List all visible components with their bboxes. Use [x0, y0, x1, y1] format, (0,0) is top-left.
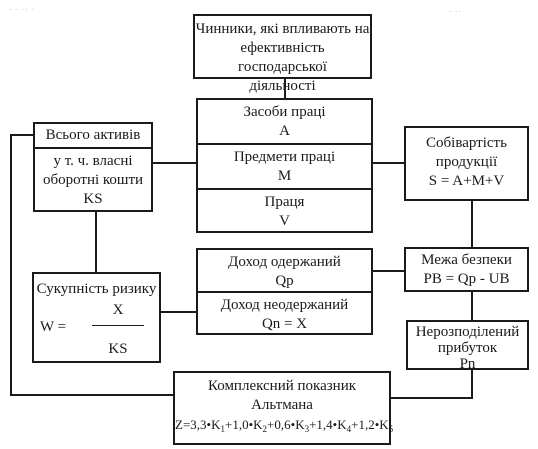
connector-income-safety [371, 270, 405, 272]
risk-fraction-bar [92, 325, 144, 326]
labor-means-label: Засоби праці [243, 104, 326, 120]
income-not-received-label: Доход неодержаний [220, 297, 349, 313]
assets-box: Всього активів у т. ч. власні оборотні к… [33, 122, 153, 212]
cost-formula: S = A+M+V [428, 173, 505, 189]
connector-assets-left-loop [10, 394, 174, 396]
profit-box: Нерозподілений прибуток Pn [406, 320, 529, 372]
factors-box: Чинники, які впливають на ефективність г… [193, 14, 372, 94]
connector-factors-resources [284, 77, 286, 99]
altman-term-sub: 5 [388, 424, 394, 434]
resources-box: Засоби праці A Предмети праці M Праця V [196, 98, 373, 233]
income-not-received-cell: Доход неодержаний Qn = X [198, 291, 371, 333]
risk-box: Сукупність ризику W = X KS [32, 272, 161, 363]
assets-title: Всього активів [45, 127, 141, 143]
income-received-symbol: Qp [275, 273, 294, 289]
risk-title: Сукупність ризику [36, 281, 157, 297]
assets-body-cell: у т. ч. власні оборотні кошти KS [35, 147, 151, 210]
assets-symbol: KS [83, 191, 103, 207]
labor-symbol: V [279, 213, 290, 229]
safety-formula: PB = Qp - UB [423, 271, 510, 287]
labor-label: Праця [264, 194, 305, 210]
altman-term-coef: 1,4 [316, 417, 333, 432]
altman-term-sub: 2 [262, 424, 268, 434]
altman-term-coef: 1,0 [232, 417, 249, 432]
profit-symbol: Pn [459, 356, 476, 372]
labor-objects-symbol: M [277, 168, 292, 184]
altman-term-coef: 0,6 [274, 417, 291, 432]
labor-cell: Праця V [198, 188, 371, 231]
factors-line: Чинники, які впливають на [195, 21, 370, 37]
altman-term-var: K [295, 417, 305, 432]
risk-lhs: W = [40, 319, 67, 335]
labor-objects-label: Предмети праці [233, 149, 336, 165]
assets-title-cell: Всього активів [35, 124, 151, 148]
safety-title: Межа безпеки [421, 252, 512, 268]
income-received-label: Доход одержаний [228, 254, 341, 270]
altman-line: Альтмана [251, 397, 313, 413]
connector-safety-profit [471, 291, 473, 321]
altman-formula-prefix: Z= [175, 417, 191, 432]
connector-resources-cost [371, 162, 405, 164]
scan-noise: · · ·· · [8, 4, 35, 16]
connector-assets-left-loop [10, 134, 12, 396]
connector-profit-altman [471, 369, 473, 399]
income-not-received-formula: Qn = X [261, 316, 308, 332]
income-box: Доход одержаний Qp Доход неодержаний Qn … [196, 248, 373, 335]
risk-denominator: KS [108, 341, 128, 357]
altman-term-coef: 3,3 [190, 417, 207, 432]
factors-line: діяльності [249, 78, 316, 94]
altman-term-sub: 1 [220, 424, 225, 434]
altman-term-var: K [253, 417, 263, 432]
scan-noise: · ·· [448, 6, 462, 18]
connector-cost-safety [471, 200, 473, 248]
labor-objects-cell: Предмети праці M [198, 143, 371, 189]
cost-line: продукції [435, 154, 498, 170]
connector-risk-income [160, 311, 197, 313]
altman-term-sub: 4 [346, 424, 352, 434]
altman-box: Комплексний показник Альтмана Z=3,3•K1+1… [173, 371, 394, 445]
altman-term-sub: 3 [304, 424, 310, 434]
altman-term-var: K [379, 417, 389, 432]
altman-term-var: K [337, 417, 347, 432]
factors-line: ефективність господарської [238, 40, 327, 75]
connector-assets-risk [95, 211, 97, 273]
cost-box: Собівартість продукції S = A+M+V [404, 126, 529, 201]
labor-means-cell: Засоби праці A [198, 100, 371, 144]
cost-line: Собівартість [426, 135, 507, 151]
safety-box: Межа безпеки PB = Qp - UB [404, 247, 529, 292]
risk-numerator: X [112, 302, 124, 318]
profit-line: Нерозподілений [415, 324, 520, 340]
connector-profit-altman [390, 397, 473, 399]
assets-line: оборотні кошти [42, 172, 144, 188]
altman-line: Комплексний показник [207, 378, 357, 394]
profit-line: прибуток [437, 340, 498, 356]
altman-formula: Z=3,3•K1+1,0•K2+0,6•K3+1,4•K4+1,2•K5 [175, 417, 394, 434]
assets-line: у т. ч. власні [53, 153, 133, 169]
income-received-cell: Доход одержаний Qp [198, 250, 371, 292]
altman-term-var: K [211, 417, 221, 432]
altman-term-coef: 1,2 [358, 417, 375, 432]
connector-assets-resources [151, 162, 197, 164]
connector-assets-left-loop [10, 134, 34, 136]
labor-means-symbol: A [279, 123, 290, 139]
